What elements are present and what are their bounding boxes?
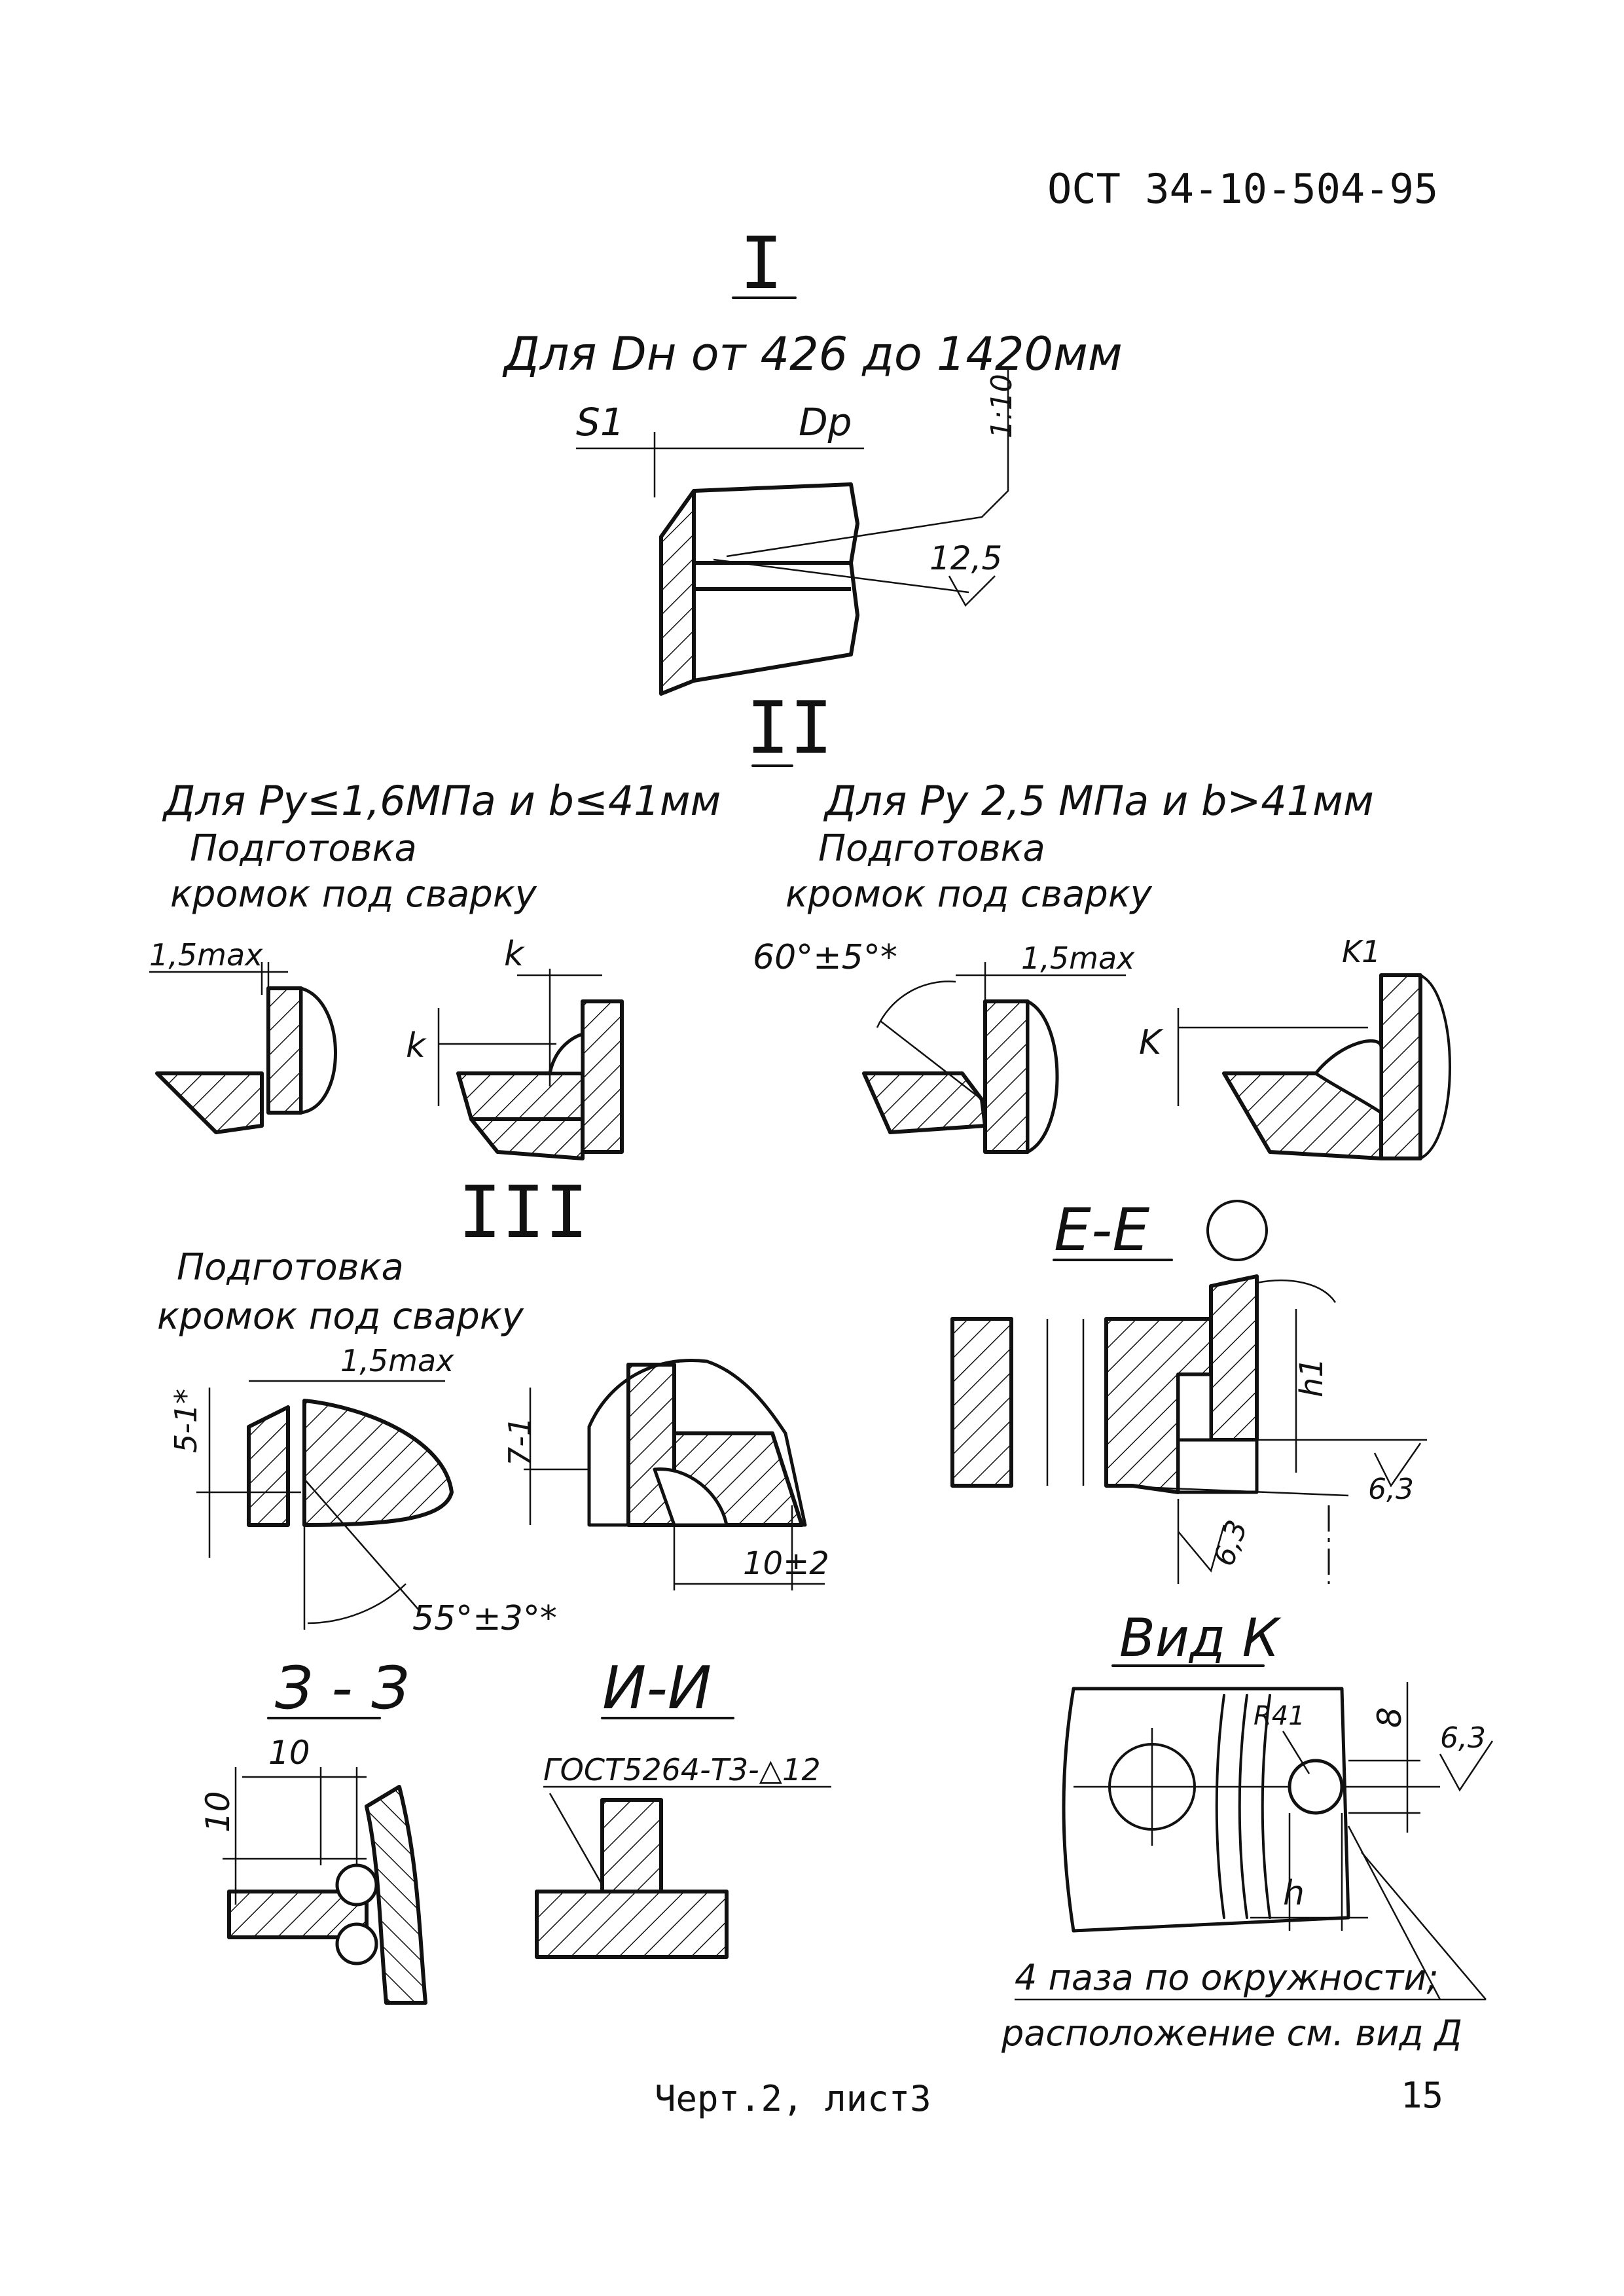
flange-piece-a — [155, 1071, 264, 1134]
view-2-right-prep1: Подготовка — [818, 827, 1045, 870]
standard-number: ОСТ 34-10-504-95 — [1047, 165, 1438, 213]
wall-cap-c — [1026, 999, 1059, 1154]
slot-k — [1288, 1759, 1344, 1815]
drawing-caption: Черт.2, лист3 — [655, 2078, 931, 2119]
view-1-label: I — [740, 221, 783, 305]
view-3-label: III — [458, 1170, 588, 1254]
section-e-e: Е-Е h1 6,3 6,3 — [950, 1196, 1427, 1584]
curved-wall-z — [365, 1785, 427, 2005]
view-3-prep1: Подготовка — [177, 1246, 404, 1289]
view-2-right: Для Pу 2,5 МПа и b>41мм Подготовка кромо… — [753, 777, 1451, 1160]
view-k-rough: 6,3 — [1440, 1721, 1486, 1755]
wall-piece-a — [266, 986, 303, 1115]
view-2-left-prep2: кромок под сварку — [170, 873, 537, 916]
wall-cap-a — [299, 986, 337, 1115]
fillet-weld-c — [653, 1467, 729, 1527]
view-2-right-gap: 1,5max — [1021, 941, 1135, 976]
angle-arc-60 — [876, 980, 956, 1028]
view-k-dim8: 8 — [1371, 1707, 1409, 1728]
view-3-prep2: кромок под сварку — [157, 1295, 524, 1338]
section-symbol-icon — [1206, 1200, 1268, 1261]
view-k-note2: расположение см. вид Д — [1001, 2013, 1462, 2054]
view-2-right-condition: Для Pу 2,5 МПа и b>41мм — [823, 777, 1374, 825]
view-k: Вид К R41 8 6,3 h 4 паза по окружности; … — [1001, 1607, 1494, 2054]
view-2-right-angle: 60°±5°* — [753, 938, 897, 977]
section-z-z: З - З 10 10 — [199, 1654, 427, 2005]
section-i-i: И-И ГОСТ5264-Т3-△12 — [535, 1654, 831, 1959]
wall-piece-c — [983, 999, 1030, 1154]
view-3-dim-a: 5-1* — [168, 1389, 204, 1453]
section-e-label: Е-Е — [1054, 1196, 1149, 1265]
flange-piece-c — [862, 1071, 987, 1134]
view-3-dim-b: 7-1 — [502, 1417, 537, 1466]
view-1-bore — [693, 482, 859, 683]
section-z-dim1: 10 — [268, 1734, 310, 1772]
view-2-left-prep1: Подготовка — [190, 827, 417, 870]
taper-leader — [726, 367, 1009, 558]
weld-top-z — [335, 1863, 378, 1907]
flange-left-block — [950, 1317, 1013, 1488]
view-3-angle: 55°±3°* — [412, 1599, 557, 1638]
view-k-h: h — [1283, 1874, 1305, 1913]
section-z-label: З - З — [275, 1654, 409, 1723]
view-2-right-prep2: кромок под сварку — [785, 873, 1153, 916]
view-3-dim-c: 10±2 — [743, 1545, 829, 1582]
view-1: I Для Dн от 426 до 1420мм S1 Dp 1:10 12,… — [502, 221, 1123, 696]
section-e-h1: h1 — [1293, 1357, 1330, 1397]
view-2-left-k2: k — [406, 1026, 427, 1066]
angle-arc-55 — [307, 1583, 406, 1624]
fillet-weld-b — [1314, 1039, 1383, 1115]
weld-bottom-z — [335, 1922, 378, 1965]
wall-piece-b — [581, 999, 624, 1154]
slot-rect — [1176, 1438, 1259, 1494]
pipe-wall-e — [1209, 1274, 1259, 1442]
section-z-dim2: 10 — [199, 1791, 237, 1833]
view-2-left: Для Pу≤1,6МПа и b≤41мм Подготовка кромок… — [149, 777, 721, 1160]
view-k-radius: R41 — [1254, 1701, 1305, 1731]
section-e-rough1: 6,3 — [1368, 1473, 1414, 1506]
wall-piece-d — [1379, 973, 1422, 1160]
bevel-a — [302, 1399, 454, 1527]
view-3-gap: 1,5max — [340, 1343, 454, 1378]
page-number: 15 — [1401, 2075, 1443, 2116]
fillet-weld-a — [548, 1032, 585, 1075]
roughness-sign-1 — [948, 575, 996, 607]
view-1-roughness: 12,5 — [929, 539, 1002, 577]
section-e-rough2: 6,3 — [1207, 1516, 1254, 1570]
view-2-left-gap: 1,5max — [149, 937, 263, 973]
view-1-wall-section — [659, 489, 696, 696]
view-1-dp: Dp — [799, 400, 852, 444]
view-k-note1: 4 паза по окружности; — [1015, 1957, 1439, 1998]
view-1-s1: S1 — [576, 400, 624, 444]
view-2-label: II — [746, 686, 833, 770]
section-i-weld-spec: ГОСТ5264-Т3-△12 — [543, 1752, 821, 1787]
flange-piece-b — [456, 1071, 585, 1121]
view-3: III Подготовка кромок под сварку 1,5max … — [157, 1170, 829, 1638]
plate-i — [535, 1890, 729, 1959]
view-2-left-k1: k — [504, 935, 525, 974]
view-2-left-condition: Для Pу≤1,6МПа и b≤41мм — [162, 777, 721, 825]
view-2-right-k2: K — [1139, 1023, 1164, 1062]
view-1-taper: 1:10 — [985, 374, 1019, 439]
view-k-label: Вид К — [1119, 1607, 1282, 1668]
rib-i — [600, 1798, 663, 1893]
section-i-label: И-И — [602, 1654, 712, 1723]
root-face-a — [247, 1405, 290, 1527]
view-1-subtitle: Для Dн от 426 до 1420мм — [502, 327, 1123, 381]
view-2: II Для Pу≤1,6МПа и b≤41мм Подготовка кро… — [149, 686, 1451, 1160]
view-2-right-k1: K1 — [1342, 934, 1380, 969]
